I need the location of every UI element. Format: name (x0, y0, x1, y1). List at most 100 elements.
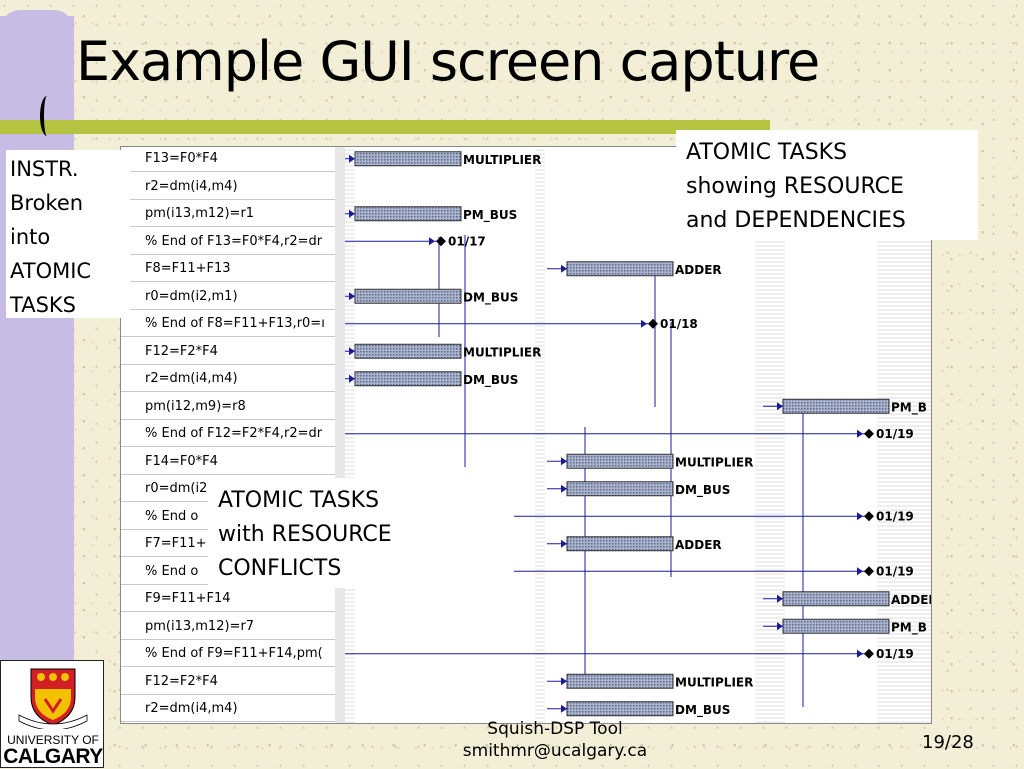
arrow-head-icon (641, 319, 647, 328)
instruction-row[interactable]: F8=F11+F13 (121, 255, 335, 282)
resource-label: DM_BUS (675, 483, 730, 498)
schedule-column-stripe (535, 147, 545, 723)
arrow-head-icon (349, 292, 355, 301)
task-schedule-view: MULTIPLIER PM_BUS ADDER DM_BUS MULTIPLIER DM_… (345, 147, 931, 723)
resource-label: DM_BUS (675, 703, 730, 718)
callout-line: showing RESOURCE (686, 174, 904, 199)
instruction-row[interactable]: pm(i13,m12)=r1 (121, 200, 335, 227)
callout-line: and DEPENDENCIES (686, 208, 906, 233)
resource-bar (782, 591, 890, 607)
instruction-row[interactable]: r0=dm(i2,m1) (121, 283, 335, 310)
resource-bar (566, 701, 674, 717)
resource-bar (354, 371, 462, 387)
resource-bar (566, 536, 674, 552)
callout-line: ATOMIC (10, 259, 92, 283)
arrow-head-icon (857, 567, 863, 576)
title-bracket-mark (40, 96, 54, 136)
instruction-row[interactable]: r2=dm(i4,m4) (121, 695, 335, 722)
instruction-row[interactable]: F14=F0*F4 (121, 448, 335, 475)
arrow-head-icon (857, 512, 863, 521)
arrow-head-icon (349, 347, 355, 356)
resource-label: PM_BUS (463, 208, 517, 223)
footer-tool-name: Squish-DSP Tool (487, 719, 623, 739)
callout-resource-conflicts: ATOMIC TASKS with RESOURCE CONFLICTS (208, 478, 514, 588)
resource-label: PM_B (891, 400, 927, 415)
resource-bar (566, 261, 674, 277)
callout-instructions-broken: INSTR. Broken into ATOMIC TASKS (6, 150, 130, 318)
resource-label: ADDER (675, 263, 722, 277)
instruction-row[interactable]: % End of F8=F11+F13,r0=ı (121, 310, 335, 337)
arrow-head-icon (857, 649, 863, 658)
arrow-head-icon (561, 457, 567, 466)
title-underline (0, 120, 770, 134)
instruction-row[interactable]: F12=F2*F4 (121, 338, 335, 365)
resource-bar (354, 288, 462, 304)
resource-label: DM_BUS (463, 373, 518, 388)
milestone-diamond-icon (864, 648, 874, 659)
callout-line: TASKS (10, 293, 76, 317)
instruction-row[interactable]: F12=F2*F4 (121, 668, 335, 695)
arrow-head-icon (349, 374, 355, 383)
logo-line-1: UNIVERSITY OF (7, 733, 99, 747)
arrow-head-icon (857, 429, 863, 438)
instruction-row[interactable]: r2=dm(i4,m4) (121, 365, 335, 392)
instruction-row[interactable]: % End of F9=F11+F14,pm( (121, 640, 335, 667)
callout-line: into (10, 225, 51, 249)
arrow-head-icon (349, 209, 355, 218)
instruction-row[interactable]: % End of F12=F2*F4,r2=dr (121, 420, 335, 447)
arrow-head-icon (561, 539, 567, 548)
callout-line: INSTR. (10, 157, 79, 181)
arrow-head-icon (561, 677, 567, 686)
resource-label: ADDER (675, 538, 722, 552)
instruction-row[interactable]: r2=dm(i4,m4) (121, 173, 335, 200)
arrow-head-icon (777, 622, 783, 631)
milestone-label: 01/17 (448, 234, 486, 248)
slide-title: Example GUI screen capture (76, 30, 820, 93)
resource-bar (354, 151, 462, 167)
resource-label: PM_B (891, 620, 927, 635)
milestone-label: 01/19 (876, 564, 914, 578)
resource-bar (782, 618, 890, 634)
resource-label: MULTIPLIER (675, 455, 753, 469)
callout-line: CONFLICTS (218, 556, 342, 581)
milestone-label: 01/19 (876, 509, 914, 523)
resource-bar (566, 673, 674, 689)
callout-line: with RESOURCE (218, 522, 392, 547)
instruction-row[interactable]: F13=F0*F4 (121, 147, 335, 172)
callout-line: ATOMIC TASKS (686, 140, 848, 165)
logo-line-2: CALGARY (3, 745, 103, 768)
university-logo: UNIVERSITY OF CALGARY (0, 660, 104, 768)
milestone-diamond-icon (864, 511, 874, 522)
resource-label: MULTIPLIER (675, 675, 753, 689)
milestone-diamond-icon (864, 428, 874, 439)
milestone-diamond-icon (436, 236, 446, 247)
resource-label: MULTIPLIER (463, 345, 541, 359)
resource-label: DM_BUS (463, 290, 518, 305)
resource-bar (354, 206, 462, 222)
arrow-head-icon (561, 484, 567, 493)
milestone-diamond-icon (864, 566, 874, 577)
crest-icon (18, 668, 88, 729)
milestone-label: 01/18 (660, 317, 698, 331)
resource-bar (782, 398, 890, 414)
page-number: 19/28 (922, 732, 974, 753)
instruction-row[interactable]: pm(i13,m12)=r7 (121, 613, 335, 640)
resource-label: ADDEI (891, 593, 931, 607)
schedule-canvas: MULTIPLIER PM_BUS ADDER DM_BUS MULTIPLIER DM_… (345, 151, 931, 718)
schedule-column-stripe (345, 147, 355, 723)
footer-credits: Squish-DSP Tool smithmr@ucalgary.ca (420, 718, 690, 762)
decorative-side-bar (0, 16, 74, 768)
milestone-label: 01/19 (876, 427, 914, 441)
resource-label: MULTIPLIER (463, 153, 541, 167)
instruction-row[interactable]: pm(i12,m9)=r8 (121, 393, 335, 420)
instruction-row[interactable]: % End of F13=F0*F4,r2=dr (121, 228, 335, 255)
instruction-row[interactable]: F9=F11+F14 (121, 585, 335, 612)
milestone-label: 01/19 (876, 647, 914, 661)
callout-atomic-tasks-dependencies: ATOMIC TASKS showing RESOURCE and DEPEND… (676, 130, 978, 240)
arrow-head-icon (349, 154, 355, 163)
arrow-head-icon (561, 264, 567, 273)
arrow-head-icon (777, 402, 783, 411)
resource-bar (354, 343, 462, 359)
